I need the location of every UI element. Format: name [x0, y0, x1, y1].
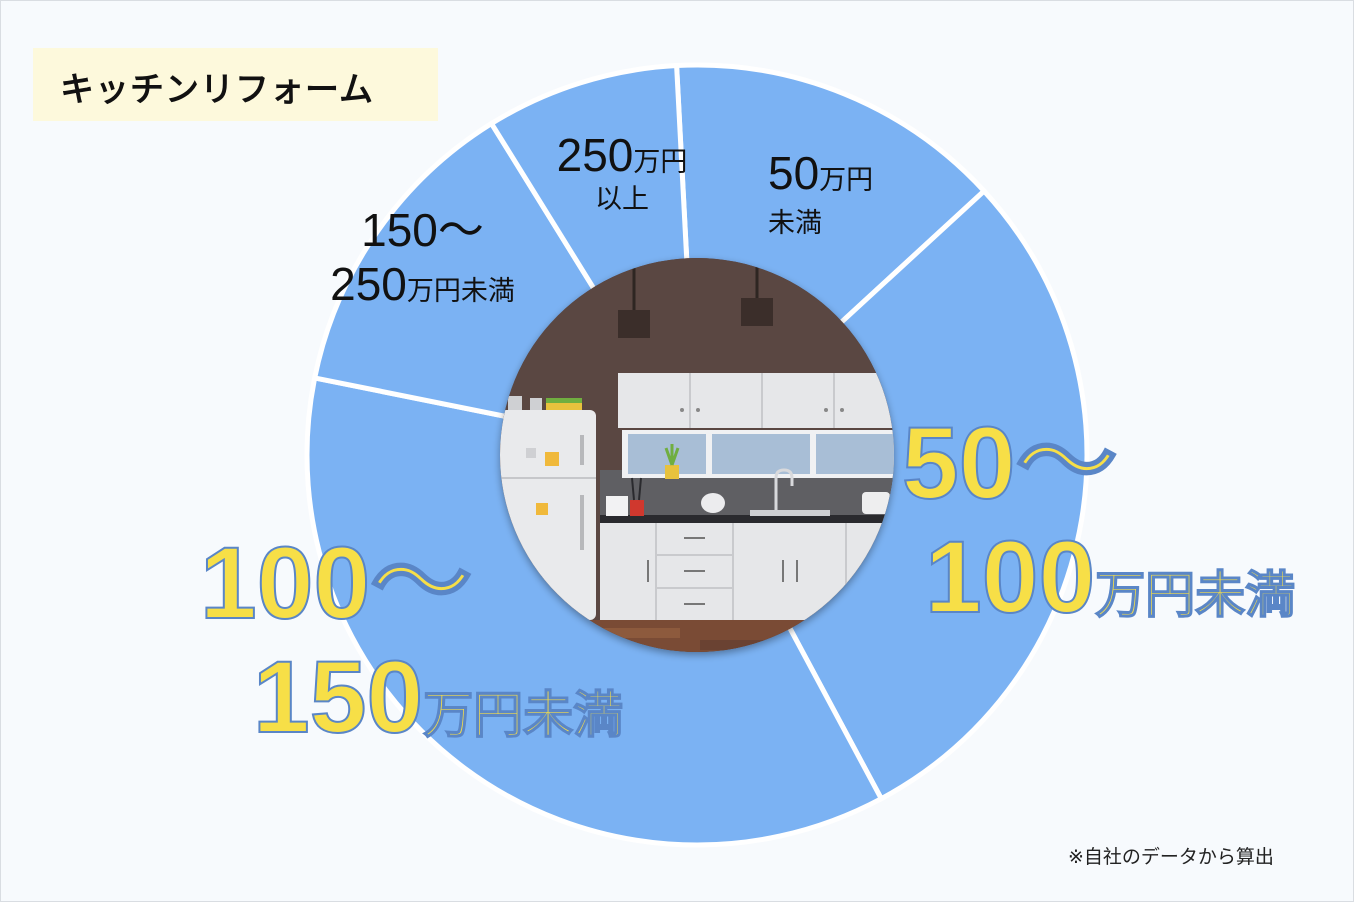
label-100-150-range-start: 100〜	[199, 531, 473, 635]
label-over-250-sub: 以上	[595, 184, 649, 215]
chart-title: キッチンリフォーム	[60, 70, 374, 110]
label-150-250: 150〜 250万円未満	[310, 207, 535, 307]
label-150-250-number: 250	[330, 258, 407, 310]
label-100-150-range-end: 150万円未満	[252, 645, 624, 749]
footnote: ※自社のデータから算出	[1068, 846, 1274, 868]
label-over-250: 250万円 以上	[542, 132, 702, 213]
label-100-150-number-end: 150	[252, 640, 424, 754]
label-150-250-unit: 万円未満	[406, 276, 515, 307]
label-50-100-number-end: 100	[924, 520, 1096, 634]
label-150-250-range-start: 150〜	[361, 204, 484, 256]
label-50-100-number-start: 50〜	[901, 406, 1118, 520]
label-under-50: 50万円 未満	[768, 150, 873, 237]
label-over-250-unit: 万円	[633, 147, 688, 178]
slice-50-100	[693, 187, 1090, 803]
label-under-50-unit: 万円	[819, 165, 874, 196]
label-under-50-number: 50	[768, 147, 820, 199]
label-under-50-sub: 未満	[768, 208, 822, 239]
label-100-150-unit: 万円未満	[422, 686, 624, 744]
label-50-100-range-start: 50〜	[901, 411, 1118, 515]
label-100-150-number-start: 100〜	[199, 526, 473, 640]
label-over-250-number: 250	[556, 129, 634, 181]
label-50-100-range-end: 100万円未満	[924, 525, 1296, 629]
label-50-100-unit: 万円未満	[1094, 566, 1296, 624]
title-background	[33, 48, 438, 121]
